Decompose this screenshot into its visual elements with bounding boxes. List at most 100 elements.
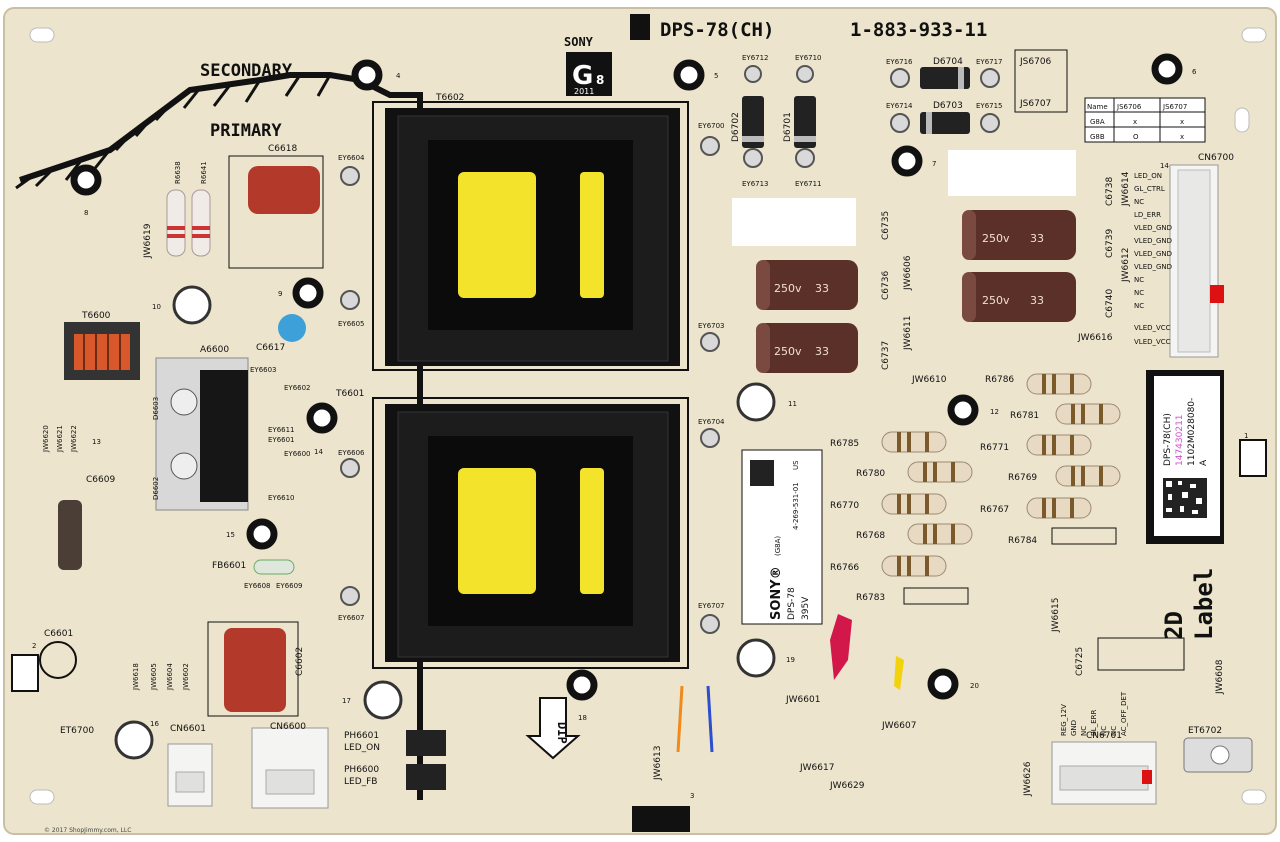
svg-text:1: 1 <box>1244 432 1248 440</box>
cap-3: 250v 33 <box>962 210 1076 260</box>
mounting-holes <box>70 53 1183 701</box>
jumper-config-table: Name JS6706 JS6707 G8A x x G8B O x <box>1084 97 1206 143</box>
jw6629: JW6629 <box>829 781 865 791</box>
svg-text:33: 33 <box>815 345 829 358</box>
bridge-a6600: A6600 D6603 D6602 <box>152 345 249 511</box>
marker-orange <box>676 685 684 753</box>
test-points <box>340 65 1000 634</box>
jw6615: JW6615 <box>1051 598 1061 633</box>
ey6715: EY6715 <box>976 102 1003 110</box>
svg-text:CN6601: CN6601 <box>170 724 206 734</box>
r6768: R6768 <box>856 531 885 541</box>
svg-text:19: 19 <box>786 656 795 664</box>
svg-text:D6602: D6602 <box>152 477 160 500</box>
connector-cn6700: CN6700 14 <box>1160 153 1234 358</box>
svg-text:17: 17 <box>342 697 351 705</box>
resistor-r6638: R6638 <box>166 161 186 257</box>
svg-text:250v: 250v <box>982 232 1010 245</box>
diode-d6702: D6702 <box>731 96 764 148</box>
r6767: R6767 <box>980 505 1009 515</box>
jw6612: JW6612 <box>1121 248 1131 283</box>
year-mark: 2011 <box>574 87 594 96</box>
svg-text:x: x <box>1180 118 1184 126</box>
svg-text:9: 9 <box>278 290 282 298</box>
jw6626: JW6626 <box>1023 761 1033 797</box>
c6725: C6725 <box>1075 647 1085 676</box>
svg-text:DIP: DIP <box>555 722 569 744</box>
svg-text:250v: 250v <box>774 282 802 295</box>
jw6601: JW6601 <box>785 695 820 705</box>
r6770: R6770 <box>830 501 859 511</box>
svg-text:BL_ERR: BL_ERR <box>1090 710 1098 736</box>
ey6604: EY6604 <box>338 154 365 162</box>
c6725-outline <box>1097 637 1185 671</box>
ey6704: EY6704 <box>698 418 725 426</box>
jw6621: JW6621 <box>56 425 64 453</box>
svg-text:R6641: R6641 <box>200 161 208 184</box>
mount-hole-tl <box>29 27 55 43</box>
ey6700: EY6700 <box>698 122 725 130</box>
svg-text:D6702: D6702 <box>731 112 741 142</box>
svg-text:147430211: 147430211 <box>1175 414 1185 466</box>
ey6707: EY6707 <box>698 602 725 610</box>
ferrite-fb6601: FB6601 <box>212 559 295 575</box>
svg-text:13: 13 <box>92 438 101 446</box>
jw6618: JW6618 <box>132 663 140 691</box>
svg-text:250v: 250v <box>982 294 1010 307</box>
standoffs <box>114 285 776 760</box>
svg-text:3: 3 <box>690 792 694 800</box>
et6700: ET6700 <box>60 726 94 736</box>
jumper-box <box>1014 49 1068 113</box>
r6766: R6766 <box>830 563 859 573</box>
svg-text:20: 20 <box>970 682 979 690</box>
svg-text:5: 5 <box>714 72 718 80</box>
capacitor-c6617: C6617 <box>256 314 306 353</box>
glue-dot-yellow <box>894 656 904 690</box>
board-marker <box>630 14 650 40</box>
ey6601: EY6601 <box>268 436 295 444</box>
edge-notch-left <box>11 654 39 692</box>
svg-text:C6609: C6609 <box>86 475 115 485</box>
et6702-hole <box>1210 745 1230 765</box>
svg-text:LD_ERR: LD_ERR <box>1134 211 1161 219</box>
jw6606: JW6606 <box>903 255 913 291</box>
diode-d6701: D6701 <box>783 96 816 148</box>
capacitor-c6602: C6602 <box>207 621 305 717</box>
svg-text:T6600: T6600 <box>81 311 111 321</box>
c6737: C6737 <box>881 341 891 370</box>
svg-text:D6703: D6703 <box>933 101 963 111</box>
svg-text:33: 33 <box>1030 294 1044 307</box>
jw6607: JW6607 <box>881 721 916 731</box>
svg-text:LED_ON: LED_ON <box>1134 172 1162 180</box>
svg-text:14: 14 <box>1160 162 1169 170</box>
r6785: R6785 <box>830 439 859 449</box>
cap-4: 250v 33 <box>962 272 1076 322</box>
g8-badge <box>566 52 612 96</box>
ey6717: EY6717 <box>976 58 1003 66</box>
svg-text:10: 10 <box>152 303 161 311</box>
capacitor-c6601: C6601 <box>39 629 77 679</box>
jw6622: JW6622 <box>70 425 78 453</box>
g8-letter: G <box>572 61 593 91</box>
svg-text:C6601: C6601 <box>44 629 73 639</box>
js6707: JS6707 <box>1019 99 1051 109</box>
svg-text:(G8A): (G8A) <box>774 536 782 556</box>
svg-text:C6602: C6602 <box>295 647 305 676</box>
mount-hole-tr <box>1241 27 1267 43</box>
ey6609: EY6609 <box>276 582 303 590</box>
r6786: R6786 <box>985 375 1014 385</box>
part-number: 1-883-933-11 <box>850 19 987 41</box>
bottom-marker <box>632 806 690 832</box>
regulatory-label: SONY® (G8A) DPS-78 395V 4-269-531-01 US <box>741 449 823 625</box>
svg-text:SONY®: SONY® <box>769 566 784 620</box>
svg-text:REG_12V: REG_12V <box>1060 704 1068 736</box>
svg-text:G8B: G8B <box>1090 133 1105 141</box>
diode-d6704: D6704 <box>920 57 970 89</box>
svg-text:VLED_VCC: VLED_VCC <box>1134 324 1171 332</box>
r6769: R6769 <box>1008 473 1037 483</box>
label-pad-2 <box>948 150 1076 196</box>
label-pad-1 <box>732 198 856 246</box>
svg-text:AC_OFF_DET: AC_OFF_DET <box>1120 691 1128 736</box>
ey6602: EY6602 <box>284 384 311 392</box>
capacitor-bank: 250v 33 250v 33 250v 33 250v 33 <box>756 210 1076 373</box>
